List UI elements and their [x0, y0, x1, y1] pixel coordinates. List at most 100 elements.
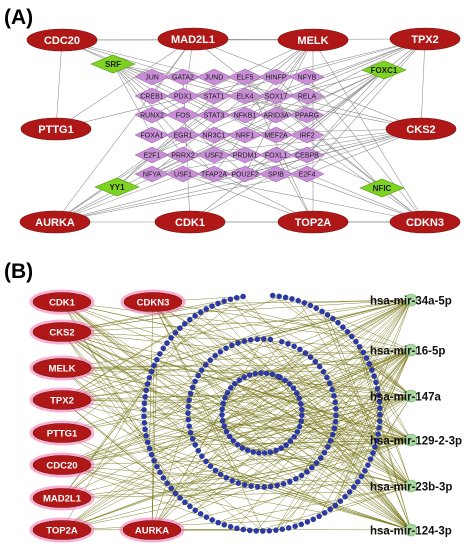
target-gene-dot: [330, 315, 336, 322]
tf-node-pou2f2: POU2F2: [227, 165, 263, 183]
target-gene-dot: [349, 333, 355, 340]
tf-label: FOS: [176, 113, 191, 120]
mirna-target-edge: [233, 349, 412, 442]
mirna-node-hsa-mir-23b-3p: hsa-mir-23b-3p: [370, 479, 452, 494]
target-gene-dot: [234, 441, 241, 448]
mirna-target-edge: [272, 295, 412, 397]
target-gene-dot: [304, 519, 311, 525]
target-gene-dot: [160, 345, 167, 352]
target-gene-dot: [226, 433, 233, 440]
target-gene-dot: [164, 340, 170, 346]
mirna-label: hsa-mir-23b-3p: [370, 482, 452, 494]
target-gene-dot: [366, 361, 373, 367]
gene-label: MAD2L1: [43, 494, 82, 505]
target-gene-dot: [292, 523, 298, 530]
hub-gene-mad2l1: MAD2L1: [157, 27, 229, 51]
target-gene-dot: [316, 363, 323, 370]
target-gene-dot: [353, 338, 359, 345]
mirna-hub-gene-tpx2: TPX2: [29, 387, 95, 413]
mirna-target-edge: [222, 349, 412, 421]
regulation-edge: [182, 173, 426, 223]
target-gene-dot: [151, 457, 157, 464]
regulation-edge: [213, 39, 314, 175]
gene-target-edge: [61, 483, 284, 531]
target-gene-dot: [263, 370, 270, 377]
gene-target-edge: [61, 436, 295, 499]
tf-label: GATA2: [172, 75, 194, 82]
tf-label: NFKB1: [234, 113, 257, 120]
target-gene-dot: [344, 328, 351, 335]
target-gene-dot: [197, 511, 204, 517]
gene-target-edge: [61, 359, 211, 499]
mirna-target-edge: [377, 388, 412, 441]
gene-target-edge: [61, 331, 148, 443]
target-gene-dot: [329, 386, 335, 393]
gene-target-edge: [61, 403, 224, 531]
gene-label: CDC20: [46, 461, 77, 472]
gene-target-edge: [61, 331, 380, 402]
gene-label: TPX2: [50, 396, 74, 407]
mirna-target-edge: [224, 425, 412, 531]
target-gene-dot: [254, 336, 261, 342]
target-gene-dot: [273, 527, 279, 533]
tf-label: ELF5: [237, 75, 254, 82]
target-gene-dot: [373, 379, 379, 386]
target-gene-dot: [302, 350, 309, 356]
mirna-target-edge: [334, 395, 412, 429]
mirna-target-edge: [198, 375, 412, 531]
target-gene-dot: [199, 453, 205, 459]
hub-edge: [61, 39, 422, 130]
mirna-hub-gene-cdc20: CDC20: [29, 452, 95, 478]
tf-node-nfyb: NFYB: [289, 68, 325, 86]
gene-target-edge: [151, 413, 189, 531]
target-gene-dot: [331, 425, 338, 432]
tf-node-rela: RELA: [289, 87, 325, 105]
gene-target-edge: [61, 464, 302, 525]
target-gene-dot: [282, 294, 289, 301]
target-gene-dot: [209, 517, 215, 523]
mirna-target-edge: [293, 388, 412, 531]
target-gene-dot: [185, 410, 191, 416]
target-gene-dot: [223, 475, 230, 481]
hub-gene-cdc20: CDC20: [26, 28, 98, 52]
gene-target-edge: [61, 301, 152, 372]
mirna-target-edge: [143, 299, 412, 417]
hub-edge: [55, 38, 194, 130]
target-gene-dot: [340, 324, 346, 330]
target-gene-dot: [312, 358, 319, 365]
target-gene-dot: [252, 370, 258, 377]
mirna-target-edge: [234, 383, 412, 487]
target-gene-dot: [261, 336, 267, 342]
tf-node-gata2: GATA2: [165, 68, 201, 86]
tf-label: SPIB: [268, 172, 284, 179]
target-gene-dot: [377, 405, 383, 411]
gene-target-edge: [61, 399, 181, 499]
tf-label: PRDM1: [233, 153, 258, 160]
target-gene-dot: [240, 526, 247, 533]
target-gene-dot: [327, 438, 334, 444]
target-gene-dot: [192, 507, 198, 514]
target-gene-dot: [301, 300, 308, 306]
target-gene-dot: [248, 483, 254, 489]
tf-label: STAT1: [204, 94, 225, 101]
mirna-target-edge: [146, 435, 412, 441]
target-gene-dot: [157, 351, 163, 357]
tf-node-stat3: STAT3: [196, 106, 232, 124]
hub-gene-cdkn3: CDKN3: [389, 210, 461, 234]
gene-target-edge: [61, 352, 364, 499]
mirna-target-edge: [263, 338, 412, 397]
gene-target-edge: [61, 367, 250, 531]
gene-target-edge: [61, 331, 307, 473]
target-gene-dot: [146, 374, 153, 381]
hub-gene-label: CDC20: [44, 35, 80, 47]
target-gene-dot: [187, 429, 194, 436]
gene-target-edge: [61, 394, 379, 466]
mirna-target-edge: [366, 357, 412, 397]
mirna-target-edge: [260, 349, 412, 374]
mirna-target-edge: [234, 383, 412, 441]
mirna-target-edge: [329, 383, 412, 487]
target-gene-dot: [220, 400, 226, 407]
target-gene-dot: [217, 349, 224, 355]
mirna-target-edge: [211, 305, 412, 441]
mirna-hub-gene-mad2l1: MAD2L1: [29, 485, 95, 511]
